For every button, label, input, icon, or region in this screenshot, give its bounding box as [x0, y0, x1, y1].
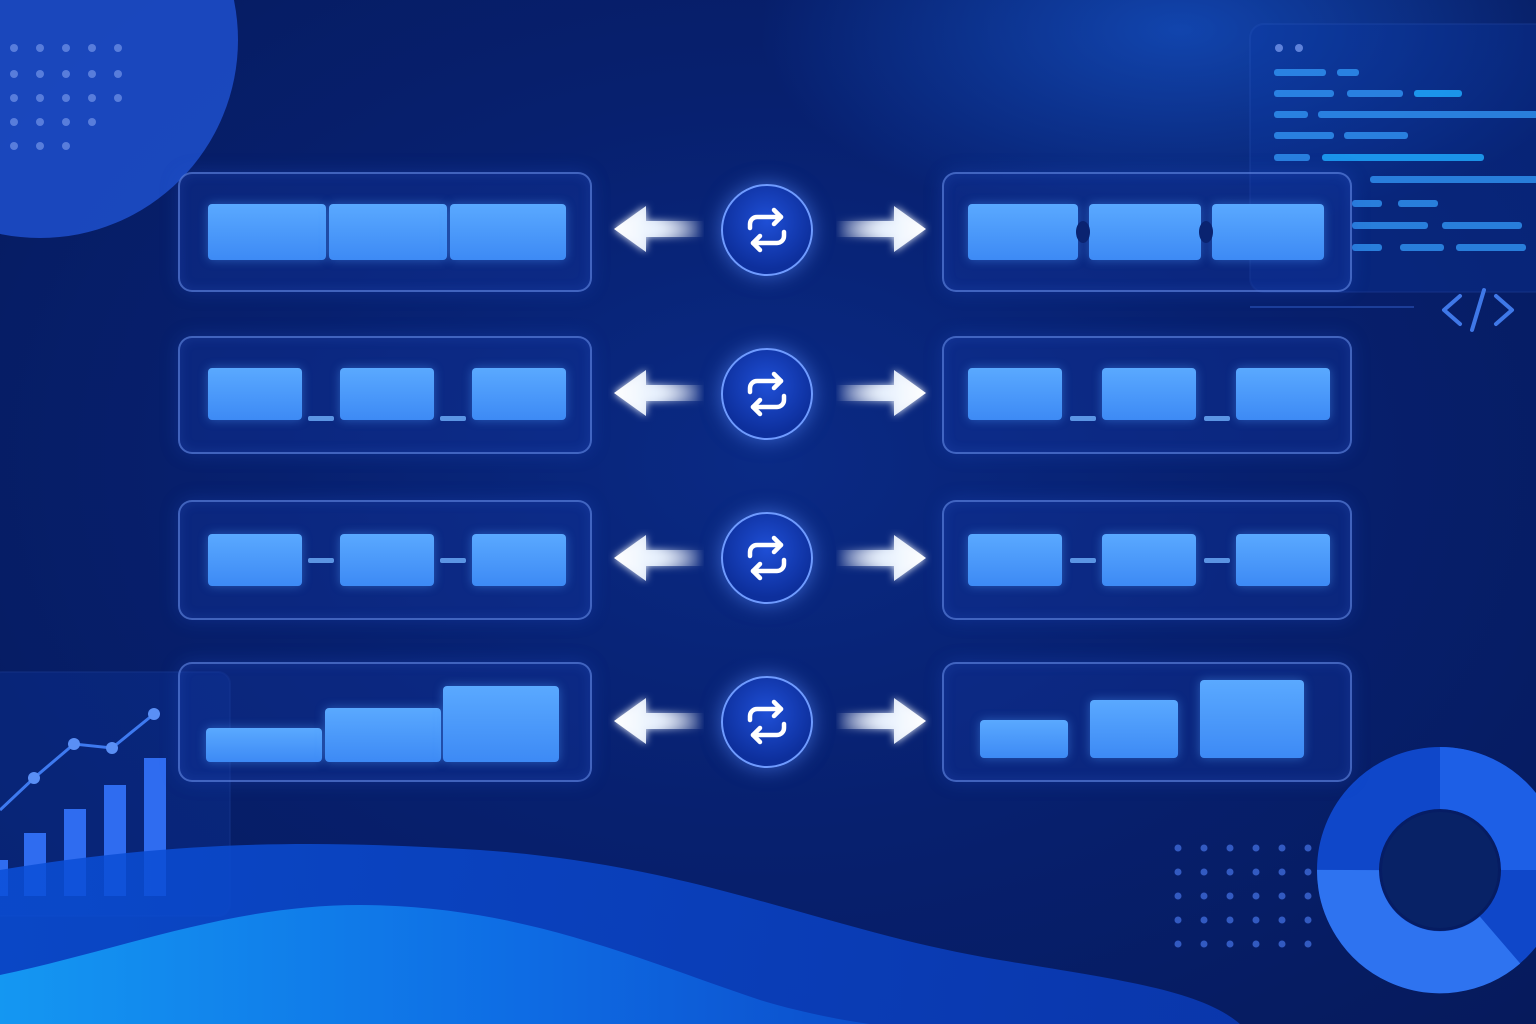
row-2-right-panel [942, 336, 1352, 454]
block [1102, 368, 1196, 420]
block [980, 720, 1068, 758]
block [968, 368, 1062, 420]
swap-arrows-icon [747, 699, 787, 745]
arrow-right-icon [836, 370, 926, 416]
connector [440, 416, 466, 421]
block [1236, 368, 1330, 420]
arrow-left-icon [614, 535, 704, 581]
block [208, 204, 326, 260]
arrow-right-icon [836, 535, 926, 581]
connector [1070, 416, 1096, 421]
block [1236, 534, 1330, 586]
corner-blob [0, 0, 238, 238]
code-brackets-icon [1442, 288, 1514, 332]
connector [440, 558, 466, 563]
arrow-left-icon [614, 698, 704, 744]
row-3-left-panel [178, 500, 592, 620]
swap-button[interactable] [721, 676, 813, 768]
block [206, 728, 322, 762]
block [325, 708, 441, 762]
arrow-right-icon [836, 698, 926, 744]
swap-arrows-icon [747, 371, 787, 417]
row-3-right-panel [942, 500, 1352, 620]
arrow-left-icon [614, 370, 704, 416]
block [329, 204, 447, 260]
notch [1199, 221, 1213, 243]
block [968, 534, 1062, 586]
row-4-left-panel [178, 662, 592, 782]
swap-arrows-icon [747, 535, 787, 581]
block [340, 368, 434, 420]
wave-front [0, 905, 870, 1024]
swap-button[interactable] [721, 348, 813, 440]
connector [1204, 558, 1230, 563]
block [340, 534, 434, 586]
row-4-right-panel [942, 662, 1352, 782]
block [208, 534, 302, 586]
arrow-right-icon [836, 206, 926, 252]
row-2-left-panel [178, 336, 592, 454]
block [472, 368, 566, 420]
block [1102, 534, 1196, 586]
block [1200, 680, 1304, 758]
swap-arrows-icon [747, 207, 787, 253]
donut-decor [1316, 747, 1536, 994]
block [472, 534, 566, 586]
block [968, 204, 1078, 260]
block [1089, 204, 1201, 260]
dot-grid-top-left [10, 44, 122, 150]
connector [1204, 416, 1230, 421]
row-1-right-panel [942, 172, 1352, 292]
swap-button[interactable] [721, 184, 813, 276]
block [450, 204, 566, 260]
swap-button[interactable] [721, 512, 813, 604]
arrow-left-icon [614, 206, 704, 252]
block [443, 686, 559, 762]
notch [1076, 221, 1090, 243]
block [1212, 204, 1324, 260]
connector [308, 558, 334, 563]
block [1090, 700, 1178, 758]
dot-grid-bottom-right [1174, 844, 1312, 948]
connector [308, 416, 334, 421]
block [208, 368, 302, 420]
connector [1070, 558, 1096, 563]
row-1-left-panel [178, 172, 592, 292]
